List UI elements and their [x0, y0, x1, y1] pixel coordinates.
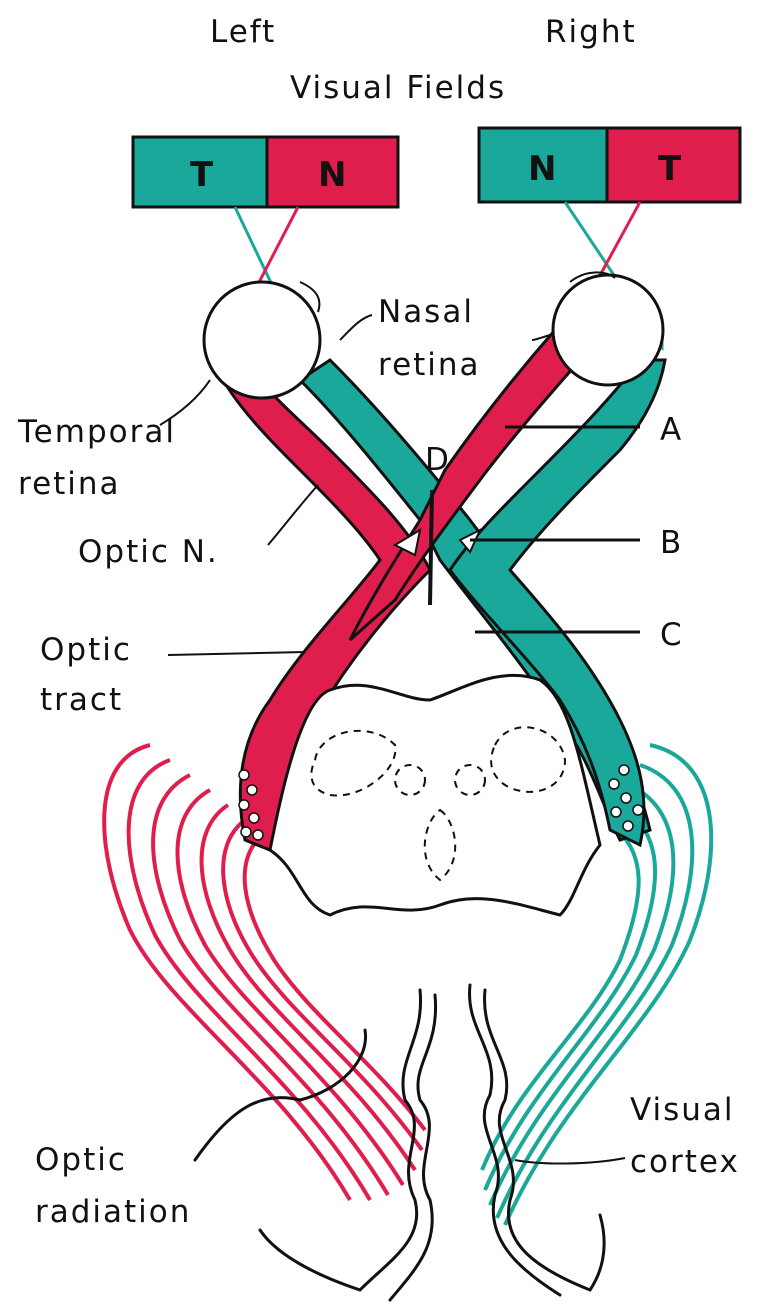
left-field-n-label: N — [318, 155, 346, 195]
label-nasal-retina: retina — [378, 347, 481, 383]
label-nasal: Nasal — [378, 294, 474, 330]
lesion-b-label: B — [660, 525, 683, 561]
label-optic-rad: Optic — [35, 1142, 127, 1178]
heading-left: Left — [210, 14, 276, 50]
label-temporal: Temporal — [17, 414, 176, 450]
lesion-a-label: A — [660, 412, 683, 448]
heading-right: Right — [545, 14, 637, 50]
right-eye — [553, 272, 663, 385]
label-visual: Visual — [630, 1092, 735, 1128]
right-field-t-label: T — [658, 149, 682, 189]
lesion-d-line — [430, 490, 432, 605]
label-visual-cortex: cortex — [630, 1144, 740, 1180]
label-optic-tract: tract — [40, 682, 123, 718]
label-optic: Optic — [40, 632, 132, 668]
label-optic-radiation: radiation — [35, 1194, 191, 1230]
lesion-d-label: D — [425, 442, 451, 478]
lesion-c-label: C — [660, 617, 684, 653]
left-eye — [204, 282, 320, 398]
left-field-t-label: T — [190, 155, 214, 195]
right-visual-field-box: N T — [479, 128, 740, 202]
heading-visual-fields: Visual Fields — [290, 70, 506, 106]
right-field-n-label: N — [528, 149, 556, 189]
left-visual-field-box: T N — [133, 137, 398, 207]
midbrain-section — [270, 675, 600, 915]
label-optic-nerve: Optic N. — [78, 534, 219, 570]
label-temporal-retina: retina — [18, 466, 121, 502]
